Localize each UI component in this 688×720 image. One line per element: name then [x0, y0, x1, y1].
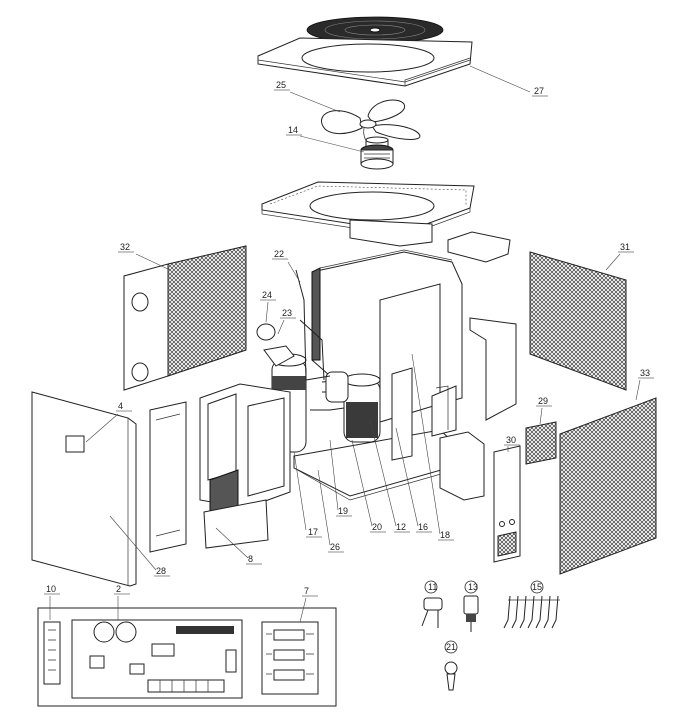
fan-blade — [321, 99, 421, 149]
callout-label-13: 13 — [468, 582, 478, 592]
front-panel — [31, 391, 137, 587]
base-tray — [293, 429, 463, 501]
main-controller-board — [71, 619, 243, 699]
fitting-21 — [444, 661, 458, 691]
callout-label-2: 2 — [116, 584, 121, 594]
leader-line-24 — [265, 301, 269, 323]
leader-line-27 — [469, 65, 531, 93]
fan-guard — [306, 16, 444, 44]
callout-label-29: 29 — [538, 396, 548, 406]
label-circle-13 — [464, 580, 478, 594]
temperature-sensors-15 — [503, 595, 560, 629]
side-panel-right — [529, 251, 627, 391]
callout-label-30: 30 — [506, 435, 516, 445]
leader-line-25 — [289, 91, 341, 113]
callout-label-4: 4 — [118, 401, 123, 411]
top-frame — [261, 181, 511, 263]
water-heat-exchanger-bracket — [391, 367, 457, 461]
callout-label-19: 19 — [338, 506, 348, 516]
leader-line-23 — [277, 319, 285, 335]
callout-label-22: 22 — [274, 249, 284, 259]
callout-label-28: 28 — [156, 566, 166, 576]
pressure-switch-13 — [463, 595, 479, 632]
electrical-box — [199, 383, 291, 549]
cover-plate-29 — [525, 421, 557, 465]
callout-label-33: 33 — [640, 368, 650, 378]
leader-line-17 — [293, 451, 307, 531]
leader-line-33 — [635, 379, 641, 401]
leader-line-18 — [411, 353, 441, 535]
leader-line-32 — [135, 253, 171, 271]
callout-label-18: 18 — [440, 530, 450, 540]
fan-motor — [360, 136, 394, 170]
top-cover — [257, 37, 473, 87]
leader-line-31 — [605, 253, 621, 271]
callout-label-15: 15 — [532, 582, 542, 592]
small-panel-pair — [439, 431, 485, 501]
callout-label-21: 21 — [446, 642, 456, 652]
callout-label-27: 27 — [534, 86, 544, 96]
callout-label-31: 31 — [620, 242, 630, 252]
leader-line-16 — [395, 427, 419, 527]
callout-label-14: 14 — [288, 125, 298, 135]
inner-front-plate — [149, 401, 187, 553]
leader-line-7 — [299, 597, 307, 623]
callout-label-17: 17 — [308, 527, 318, 537]
leader-line-12 — [369, 419, 397, 527]
callout-label-10: 10 — [46, 584, 56, 594]
leader-line-29 — [539, 407, 543, 425]
inner-side-plate — [469, 317, 517, 421]
pressure-switch-11 — [421, 597, 443, 628]
label-circle-21 — [444, 640, 458, 654]
callout-label-11: 11 — [428, 582, 437, 592]
label-circle-15 — [530, 580, 544, 594]
callout-label-7: 7 — [304, 586, 309, 596]
front-panel-right — [559, 397, 657, 575]
label-circle-11 — [424, 580, 438, 594]
compressor — [321, 371, 381, 443]
callout-label-32: 32 — [120, 242, 130, 252]
leader-line-28 — [109, 515, 157, 571]
callout-label-8: 8 — [248, 554, 253, 564]
leader-line-8 — [215, 527, 249, 559]
leader-line-19 — [329, 439, 339, 511]
callout-label-16: 16 — [418, 522, 428, 532]
callout-label-24: 24 — [262, 290, 272, 300]
leader-line-26 — [317, 469, 331, 546]
callout-label-26: 26 — [330, 542, 340, 552]
leader-line-14 — [299, 135, 365, 153]
leader-line-4 — [85, 413, 119, 443]
leader-line-20 — [351, 439, 373, 527]
side-panel-left — [123, 245, 247, 391]
callout-label-25: 25 — [276, 80, 286, 90]
callout-label-20: 20 — [372, 522, 382, 532]
cover-plate-30 — [493, 445, 521, 563]
leader-lines — [44, 65, 654, 623]
terminal-board — [261, 621, 319, 695]
leader-line-22 — [287, 261, 301, 283]
callout-label-12: 12 — [396, 522, 406, 532]
callout-label-23: 23 — [282, 308, 292, 318]
